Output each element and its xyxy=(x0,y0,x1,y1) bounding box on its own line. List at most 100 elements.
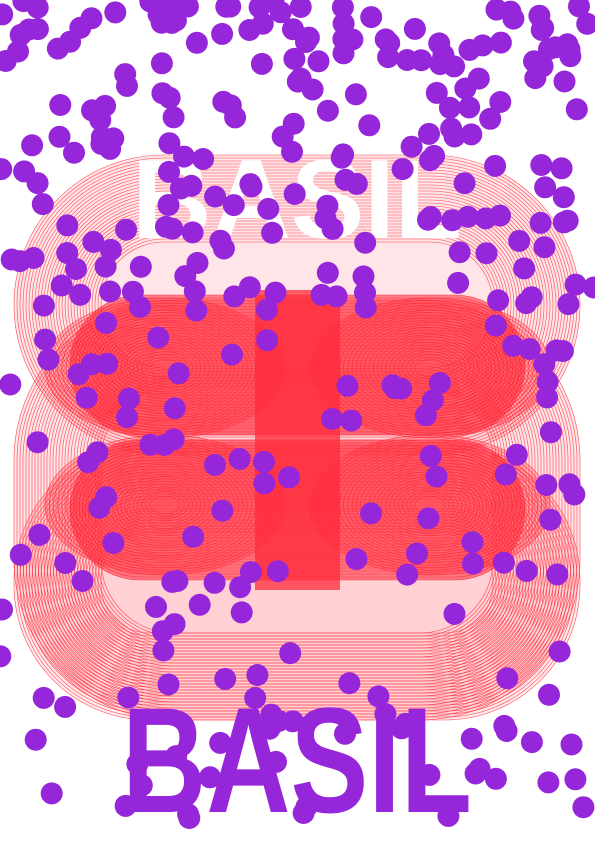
purple-dot xyxy=(325,285,348,308)
purple-dot xyxy=(26,18,49,41)
purple-dot xyxy=(410,49,433,72)
purple-dot xyxy=(534,176,557,199)
purple-dot xyxy=(443,602,466,625)
purple-dot xyxy=(167,362,190,385)
purple-dot xyxy=(289,0,312,18)
purple-dot xyxy=(8,250,31,273)
purple-dot xyxy=(546,563,569,586)
purple-dot xyxy=(513,257,536,280)
purple-dot xyxy=(0,373,22,396)
purple-dot xyxy=(502,334,525,357)
purple-dot xyxy=(484,154,507,177)
purple-dot xyxy=(96,352,119,375)
purple-dot xyxy=(538,38,560,61)
purple-dot xyxy=(115,218,138,241)
purple-dot xyxy=(90,126,113,149)
purple-dot xyxy=(493,714,516,737)
purple-dot xyxy=(557,293,580,316)
purple-dot xyxy=(145,595,167,618)
purple-dot xyxy=(228,447,251,470)
purple-dot xyxy=(421,389,444,412)
purple-dot xyxy=(0,158,13,181)
purple-dot xyxy=(214,667,237,690)
purple-dot xyxy=(181,221,204,244)
purple-dot xyxy=(565,98,588,121)
purple-dot xyxy=(345,548,368,571)
purple-dot xyxy=(536,386,559,409)
purple-dot xyxy=(95,311,118,334)
purple-dot xyxy=(396,563,419,586)
purple-dot xyxy=(147,326,170,349)
purple-dot xyxy=(49,94,72,116)
purple-dot xyxy=(460,727,483,750)
purple-dot xyxy=(244,687,267,709)
purple-dot xyxy=(553,70,576,93)
purple-dot xyxy=(117,686,140,709)
purple-dot xyxy=(539,508,562,531)
purple-dot xyxy=(316,194,339,217)
purple-dot xyxy=(556,209,579,232)
purple-dot xyxy=(204,453,226,476)
purple-dot xyxy=(12,0,35,13)
purple-dot xyxy=(417,208,439,231)
purple-dot xyxy=(374,703,397,725)
purple-dot xyxy=(428,372,451,394)
purple-dot xyxy=(316,99,339,122)
purple-dot xyxy=(496,667,519,690)
purple-dot xyxy=(32,686,55,709)
purple-dot xyxy=(31,193,54,216)
purple-dot xyxy=(443,125,466,148)
purple-dot xyxy=(63,141,85,164)
purple-dot xyxy=(489,31,512,54)
purple-dot xyxy=(102,532,125,554)
purple-dot xyxy=(423,144,446,167)
purple-dot xyxy=(560,733,583,756)
purple-dot xyxy=(157,673,180,696)
purple-dot xyxy=(552,186,575,209)
purple-dot xyxy=(464,762,487,785)
purple-dot xyxy=(121,280,144,303)
purple-dot xyxy=(173,145,195,168)
purple-dot xyxy=(394,712,417,735)
purple-dot xyxy=(260,703,283,726)
purple-dot xyxy=(50,274,73,297)
purple-dot xyxy=(523,50,545,73)
purple-dot xyxy=(261,221,284,244)
purple-dot xyxy=(67,363,90,386)
purple-dot xyxy=(278,466,300,489)
purple-dot xyxy=(391,158,414,181)
purple-dot xyxy=(222,194,245,217)
purple-dot xyxy=(564,768,587,791)
purple-dot xyxy=(37,348,60,371)
purple-dot xyxy=(65,258,87,280)
purple-dot xyxy=(487,289,510,312)
purple-dot xyxy=(257,197,280,220)
purple-dot xyxy=(71,570,94,592)
purple-dot xyxy=(367,685,390,708)
purple-dot xyxy=(548,640,571,663)
purple-dot xyxy=(282,112,305,135)
purple-dot xyxy=(536,370,559,393)
purple-dot xyxy=(209,731,232,754)
purple-dot xyxy=(26,172,49,195)
purple-dot xyxy=(535,474,558,496)
purple-dot xyxy=(40,782,63,805)
purple-dot xyxy=(54,695,77,718)
purple-dot xyxy=(95,486,118,509)
purple-dot xyxy=(489,91,512,113)
purple-dot xyxy=(425,81,448,104)
purple-dot xyxy=(429,53,452,76)
purple-dot xyxy=(26,431,49,454)
purple-dot xyxy=(530,18,553,41)
purple-dot xyxy=(529,211,552,234)
purple-dot xyxy=(54,552,77,574)
purple-dot xyxy=(418,763,441,786)
purple-dot xyxy=(185,31,208,54)
purple-dot xyxy=(537,771,560,794)
purple-dot xyxy=(458,96,481,119)
purple-dot xyxy=(460,123,483,146)
purple-dot xyxy=(255,298,278,321)
purple-dot xyxy=(530,154,553,176)
purple-dot xyxy=(418,122,440,145)
